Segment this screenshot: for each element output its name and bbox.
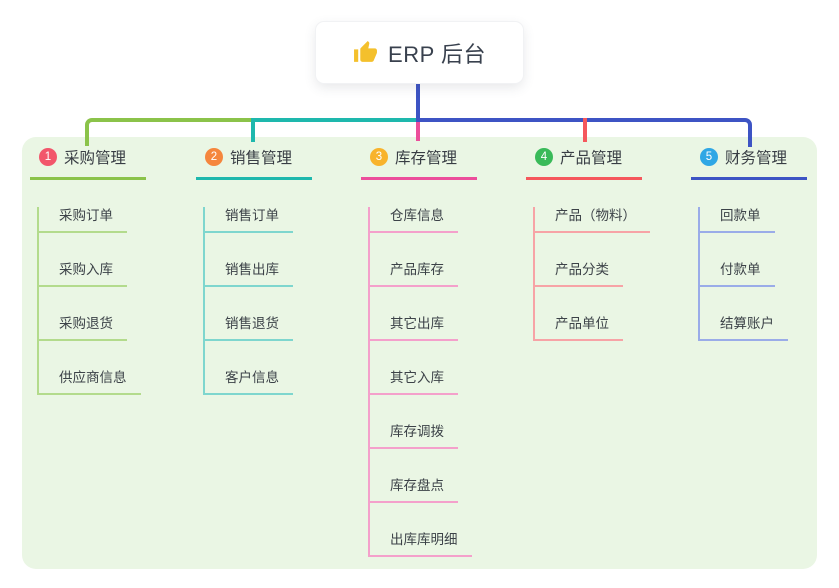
- connector-bus-branch2: [255, 118, 416, 122]
- child-node[interactable]: 产品单位: [535, 315, 623, 341]
- connector-drop-branch3: [416, 122, 420, 141]
- child-node[interactable]: 出库库明细: [370, 531, 472, 557]
- branch-children: 产品（物料） 产品分类产品单位: [533, 207, 650, 341]
- child-node[interactable]: 其它入库: [370, 369, 458, 395]
- child-node[interactable]: 销售退货: [205, 315, 293, 341]
- branch-header[interactable]: 3 库存管理: [361, 146, 477, 180]
- branch-header[interactable]: 2 销售管理: [196, 146, 312, 180]
- root-node[interactable]: ERP 后台: [316, 22, 523, 83]
- child-node[interactable]: 供应商信息: [39, 369, 141, 395]
- child-node[interactable]: 库存盘点: [370, 477, 458, 503]
- branch-children: 销售订单销售出库销售退货客户信息: [203, 207, 293, 395]
- child-node[interactable]: 产品库存: [370, 261, 458, 287]
- branch-label: 产品管理: [560, 150, 623, 167]
- branches-panel: [22, 137, 817, 569]
- branch-children: 采购订单采购入库采购退货供应商信息: [37, 207, 141, 395]
- branch-node-5: 5 财务管理回款单付款单结算账户: [691, 146, 807, 341]
- thumbs-up-icon: [353, 40, 378, 65]
- branch-node-3: 3 库存管理仓库信息产品库存其它出库其它入库库存调拨库存盘点出库库明细: [361, 146, 477, 557]
- child-node[interactable]: 客户信息: [205, 369, 293, 395]
- branch-number-badge: 4: [535, 148, 553, 166]
- child-node[interactable]: 产品分类: [535, 261, 623, 287]
- branch-children: 回款单付款单结算账户: [698, 207, 788, 341]
- child-node[interactable]: 结算账户: [700, 315, 788, 341]
- child-node[interactable]: 采购入库: [39, 261, 127, 287]
- branch-label: 库存管理: [395, 150, 458, 167]
- child-node[interactable]: 付款单: [700, 261, 775, 287]
- branch-children: 仓库信息产品库存其它出库其它入库库存调拨库存盘点出库库明细: [368, 207, 472, 557]
- connector-drop-branch2: [251, 118, 255, 142]
- child-node[interactable]: 采购退货: [39, 315, 127, 341]
- root-label: ERP 后台: [388, 41, 486, 67]
- child-node[interactable]: 仓库信息: [370, 207, 458, 233]
- branch-node-1: 1 采购管理采购订单采购入库采购退货供应商信息: [30, 146, 146, 395]
- connector-root-vertical: [416, 83, 420, 118]
- branch-label: 采购管理: [64, 150, 127, 167]
- child-node[interactable]: 库存调拨: [370, 423, 458, 449]
- child-node[interactable]: 其它出库: [370, 315, 458, 341]
- branch-node-2: 2 销售管理销售订单销售出库销售退货客户信息: [196, 146, 312, 395]
- branch-number-badge: 1: [39, 148, 57, 166]
- branch-header[interactable]: 4 产品管理: [526, 146, 642, 180]
- child-node[interactable]: 销售出库: [205, 261, 293, 287]
- connector-drop-branch4: [583, 118, 587, 142]
- child-node[interactable]: 销售订单: [205, 207, 293, 233]
- branch-label: 销售管理: [230, 150, 293, 167]
- branch-label: 财务管理: [725, 150, 788, 167]
- connector-bus-branch1: [85, 118, 255, 146]
- child-node[interactable]: 回款单: [700, 207, 775, 233]
- branch-node-4: 4 产品管理产品（物料） 产品分类产品单位: [526, 146, 650, 341]
- branch-number-badge: 3: [370, 148, 388, 166]
- child-node[interactable]: 产品（物料）: [535, 207, 650, 233]
- branch-header[interactable]: 5 财务管理: [691, 146, 807, 180]
- branch-header[interactable]: 1 采购管理: [30, 146, 146, 180]
- branch-number-badge: 5: [700, 148, 718, 166]
- branch-number-badge: 2: [205, 148, 223, 166]
- child-node[interactable]: 采购订单: [39, 207, 127, 233]
